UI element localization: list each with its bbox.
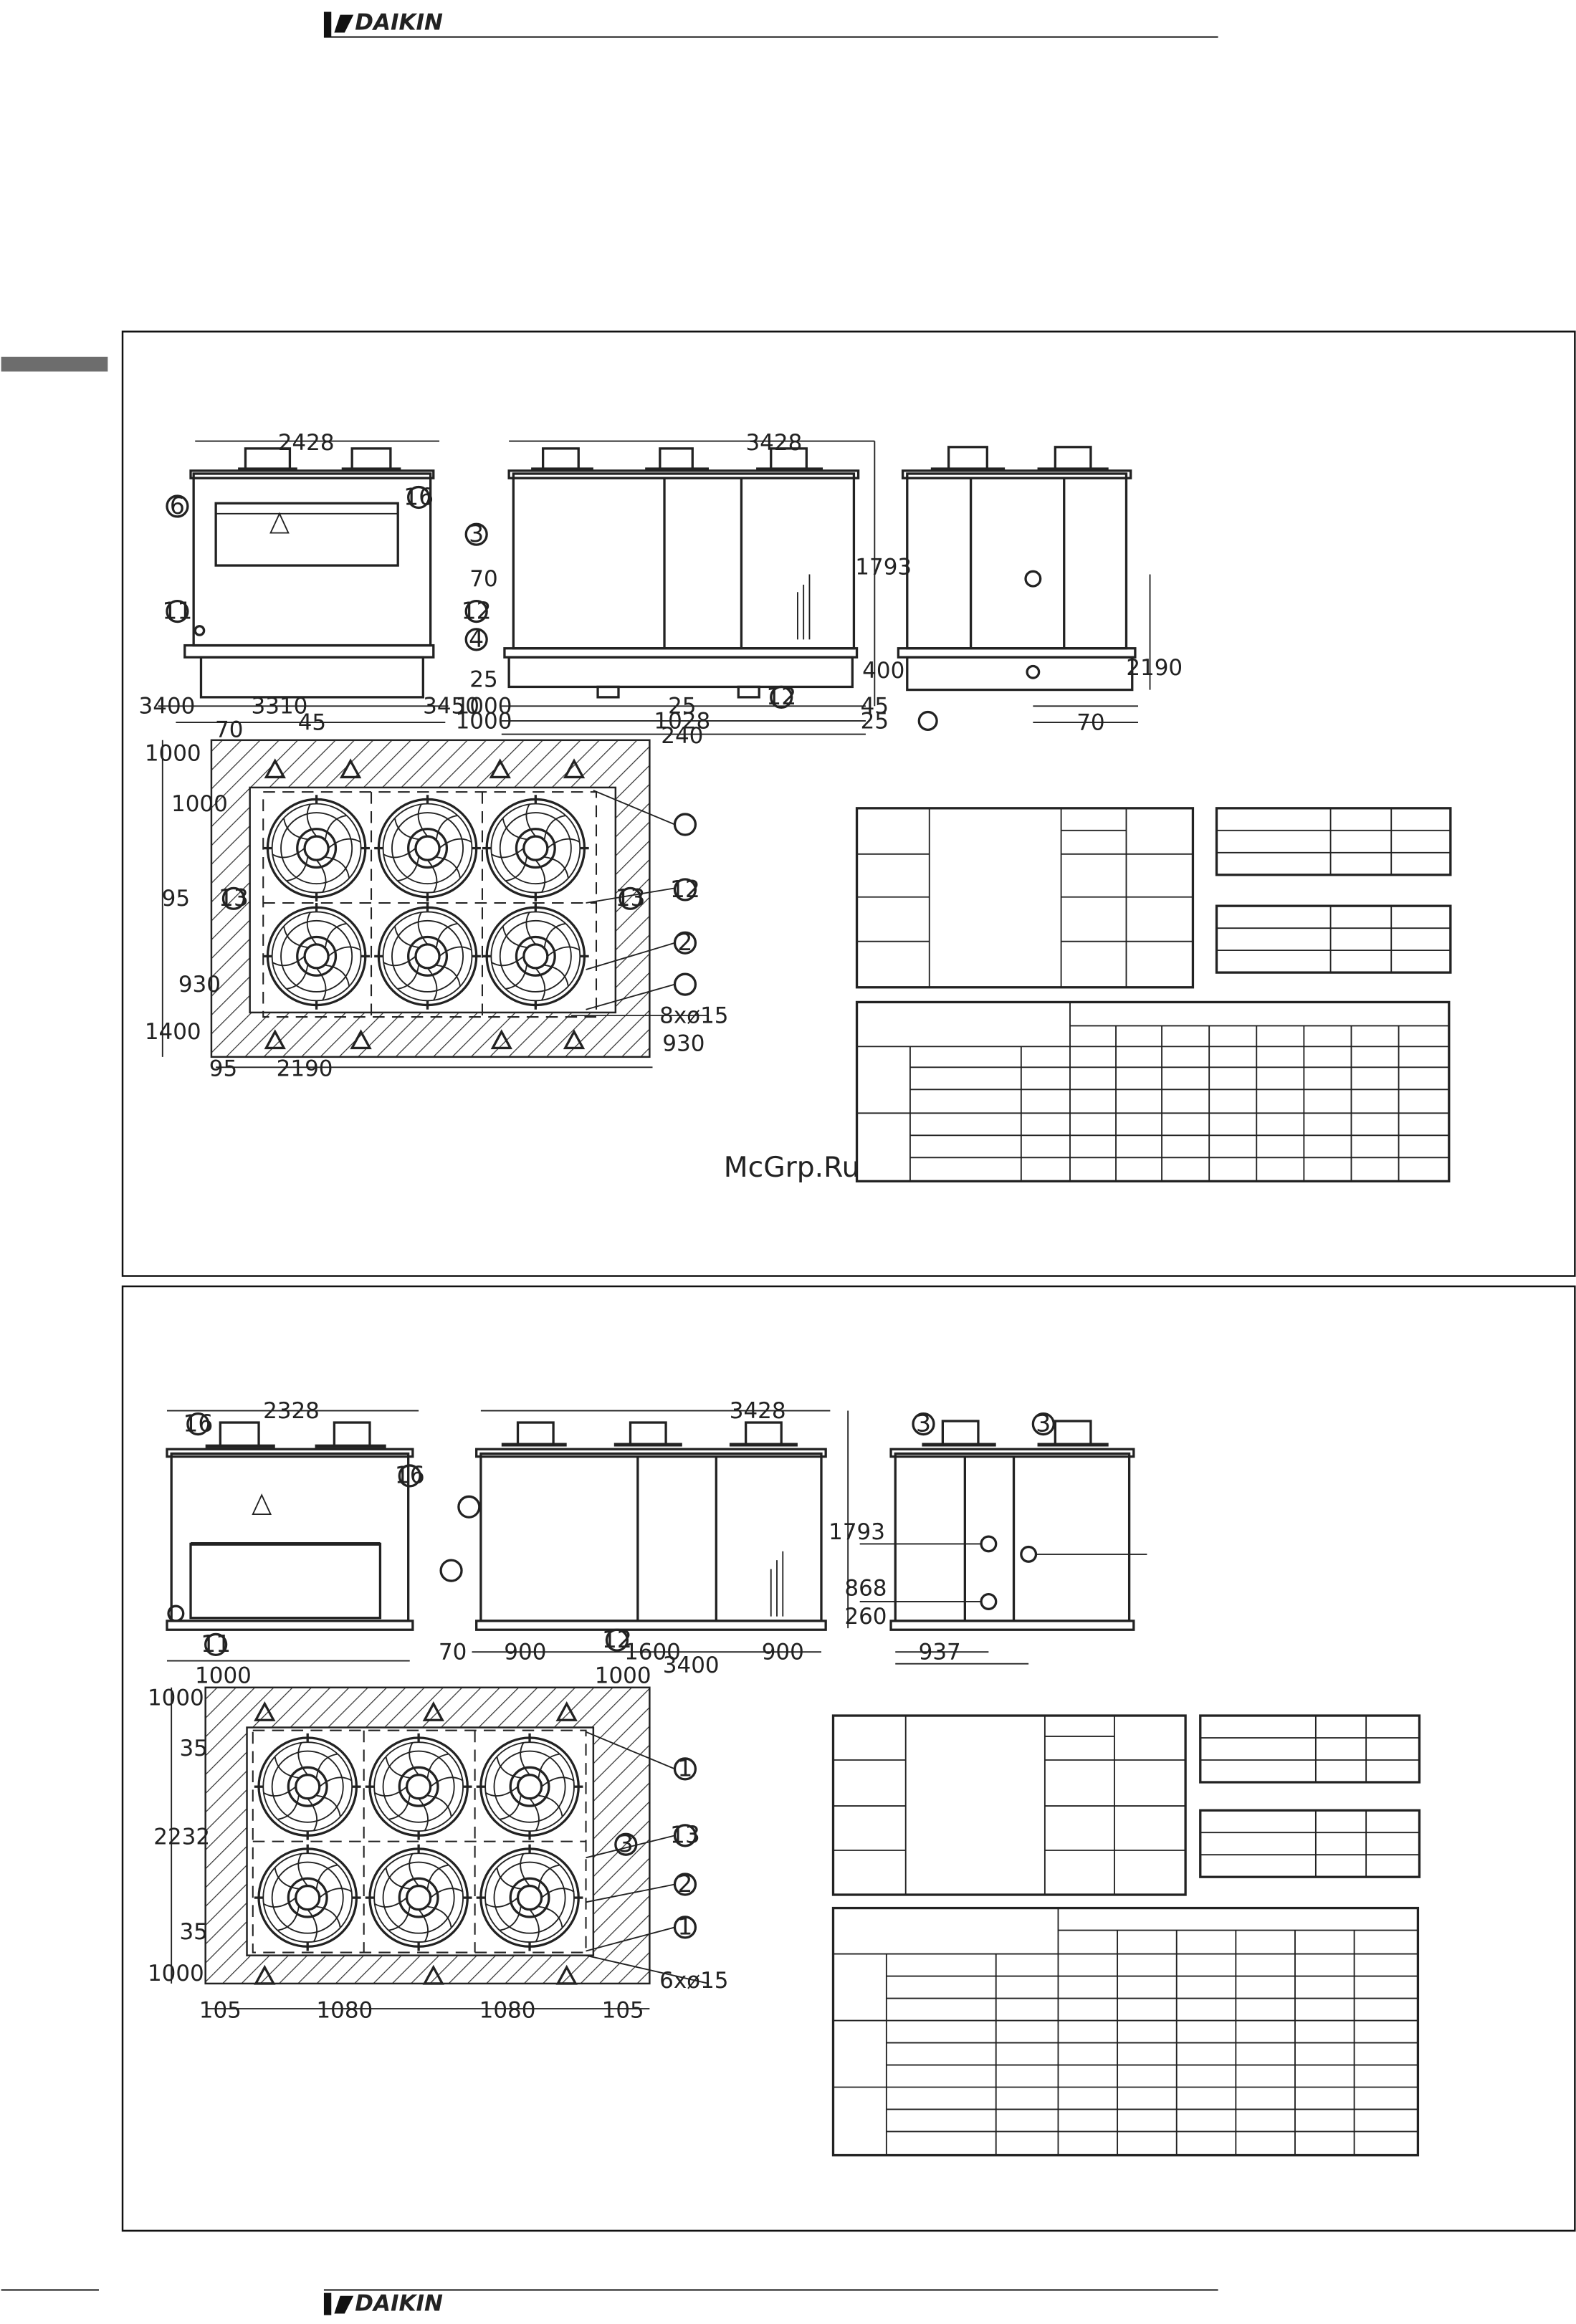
end-view: 868 260 937 3 3 bbox=[844, 1409, 1147, 1665]
dim: 70 bbox=[215, 717, 243, 743]
dim: 1793 bbox=[855, 554, 912, 580]
dim: 70 bbox=[439, 1640, 467, 1665]
callout: 2 bbox=[677, 1870, 692, 1898]
dim: 70 bbox=[1076, 709, 1104, 735]
plan-view: 70 1000 1000 95 930 1400 930 95 2190 8xø… bbox=[145, 717, 729, 1082]
dim: 3428 bbox=[745, 430, 802, 456]
front-view: 3428 70 1793 25 400 45 25 25 1028 240 10… bbox=[456, 430, 912, 749]
callout: 3 bbox=[469, 520, 484, 547]
callout: 16 bbox=[403, 482, 434, 510]
dim: 1000 bbox=[148, 1961, 204, 1986]
dim: 937 bbox=[919, 1640, 961, 1665]
callout: 13 bbox=[219, 884, 249, 912]
callout: 2 bbox=[677, 928, 692, 956]
dim: 930 bbox=[178, 972, 221, 998]
dim: 95 bbox=[162, 886, 190, 912]
front-view: 3428 1793 70 900 1600 3400 900 12 bbox=[439, 1398, 885, 1678]
dim: 3400 bbox=[663, 1653, 720, 1678]
dim: 25 bbox=[469, 666, 497, 692]
spec-table-small-a bbox=[1215, 807, 1452, 876]
dim: 400 bbox=[862, 658, 904, 684]
dim: 1600 bbox=[624, 1640, 681, 1665]
dim: 240 bbox=[661, 723, 703, 749]
spec-table-small-a bbox=[1199, 1714, 1421, 1784]
callout: 13 bbox=[615, 884, 645, 912]
dim: 900 bbox=[762, 1640, 804, 1665]
page-footer: DAIKIN bbox=[1, 2289, 1218, 2316]
dim: 1400 bbox=[145, 1019, 201, 1045]
spec-table-small-b bbox=[1215, 904, 1452, 974]
dim: 95 bbox=[209, 1056, 237, 1082]
dim: 1080 bbox=[316, 1997, 373, 2023]
dim: 1000 bbox=[148, 1685, 204, 1711]
callout: 4 bbox=[469, 625, 484, 653]
callout: 1 bbox=[677, 1754, 692, 1782]
drawing-panel-2: 2328 16 16 11 3428 bbox=[121, 1285, 1576, 2232]
dim: 25 bbox=[861, 708, 889, 734]
callout: 3 bbox=[916, 1409, 931, 1437]
dim: 25 bbox=[668, 694, 696, 719]
spec-table-weights bbox=[831, 1906, 1420, 2157]
brand-logo: DAIKIN bbox=[355, 9, 443, 35]
end-view: 70 2190 bbox=[897, 446, 1183, 735]
callout: 12 bbox=[462, 596, 492, 624]
dim: 260 bbox=[844, 1604, 887, 1630]
side-view-left: 2328 16 16 11 bbox=[166, 1398, 425, 1662]
dim: 105 bbox=[602, 1997, 644, 2023]
dim: 70 bbox=[469, 566, 497, 592]
callout: 3 bbox=[619, 1830, 634, 1857]
hole-label: 6xø15 bbox=[659, 1968, 728, 1994]
side-view-left: 2428 3310 3400 3450 45 6 16 11 bbox=[139, 430, 479, 735]
dim: 35 bbox=[179, 1736, 207, 1761]
page-header: DAIKIN bbox=[323, 9, 1218, 38]
callout: 3 bbox=[1036, 1409, 1051, 1437]
dim: 2428 bbox=[278, 430, 335, 456]
dim: 1000 bbox=[171, 791, 228, 817]
section-tab bbox=[1, 356, 108, 372]
spec-table-weights bbox=[855, 1000, 1451, 1183]
dim: 2232 bbox=[153, 1825, 210, 1850]
callout: 1 bbox=[677, 1913, 692, 1941]
dim: 1793 bbox=[828, 1519, 885, 1545]
callout: 11 bbox=[201, 1630, 231, 1658]
spec-table-models bbox=[831, 1714, 1187, 1896]
dim: 930 bbox=[662, 1031, 705, 1057]
callout: 6 bbox=[170, 492, 185, 520]
callout: 12 bbox=[766, 682, 796, 710]
dim: 105 bbox=[199, 1997, 242, 2023]
dim: 1000 bbox=[456, 694, 512, 719]
callout: 16 bbox=[183, 1409, 213, 1437]
dim: 2328 bbox=[263, 1398, 320, 1424]
dim: 35 bbox=[179, 1919, 207, 1945]
dim: 45 bbox=[298, 709, 326, 735]
dim: 1080 bbox=[479, 1997, 536, 2023]
callout: 13 bbox=[670, 1821, 700, 1849]
dim: 1000 bbox=[145, 741, 201, 767]
dim: 3400 bbox=[139, 694, 196, 719]
dim: 2190 bbox=[1126, 655, 1183, 681]
dim: 868 bbox=[844, 1576, 887, 1602]
brand-logo: DAIKIN bbox=[355, 2290, 443, 2316]
hole-label: 8xø15 bbox=[659, 1003, 728, 1028]
dim: 1000 bbox=[456, 708, 512, 734]
dim: 3450 bbox=[423, 694, 479, 719]
spec-table-models bbox=[855, 807, 1195, 989]
watermark: McGrp.Ru bbox=[724, 1152, 860, 1184]
dim: 3428 bbox=[730, 1398, 786, 1424]
callout: 12 bbox=[602, 1625, 632, 1653]
dim: 1000 bbox=[195, 1663, 252, 1689]
callout: 11 bbox=[162, 596, 192, 624]
dim: 1028 bbox=[654, 708, 710, 734]
callout: 16 bbox=[395, 1461, 425, 1489]
dim: 3310 bbox=[252, 694, 308, 719]
plan-view: 1000 1000 1000 35 2232 35 1000 105 1080 … bbox=[148, 1663, 729, 2024]
callout: 12 bbox=[670, 875, 700, 903]
dim: 2190 bbox=[277, 1056, 333, 1082]
spec-table-small-b bbox=[1199, 1809, 1421, 1878]
drawing-panel-1: 2428 3310 3400 3450 45 6 16 11 bbox=[121, 330, 1576, 1277]
dim: 900 bbox=[504, 1640, 546, 1665]
dim: 45 bbox=[861, 694, 889, 719]
dim: 1000 bbox=[595, 1663, 651, 1689]
